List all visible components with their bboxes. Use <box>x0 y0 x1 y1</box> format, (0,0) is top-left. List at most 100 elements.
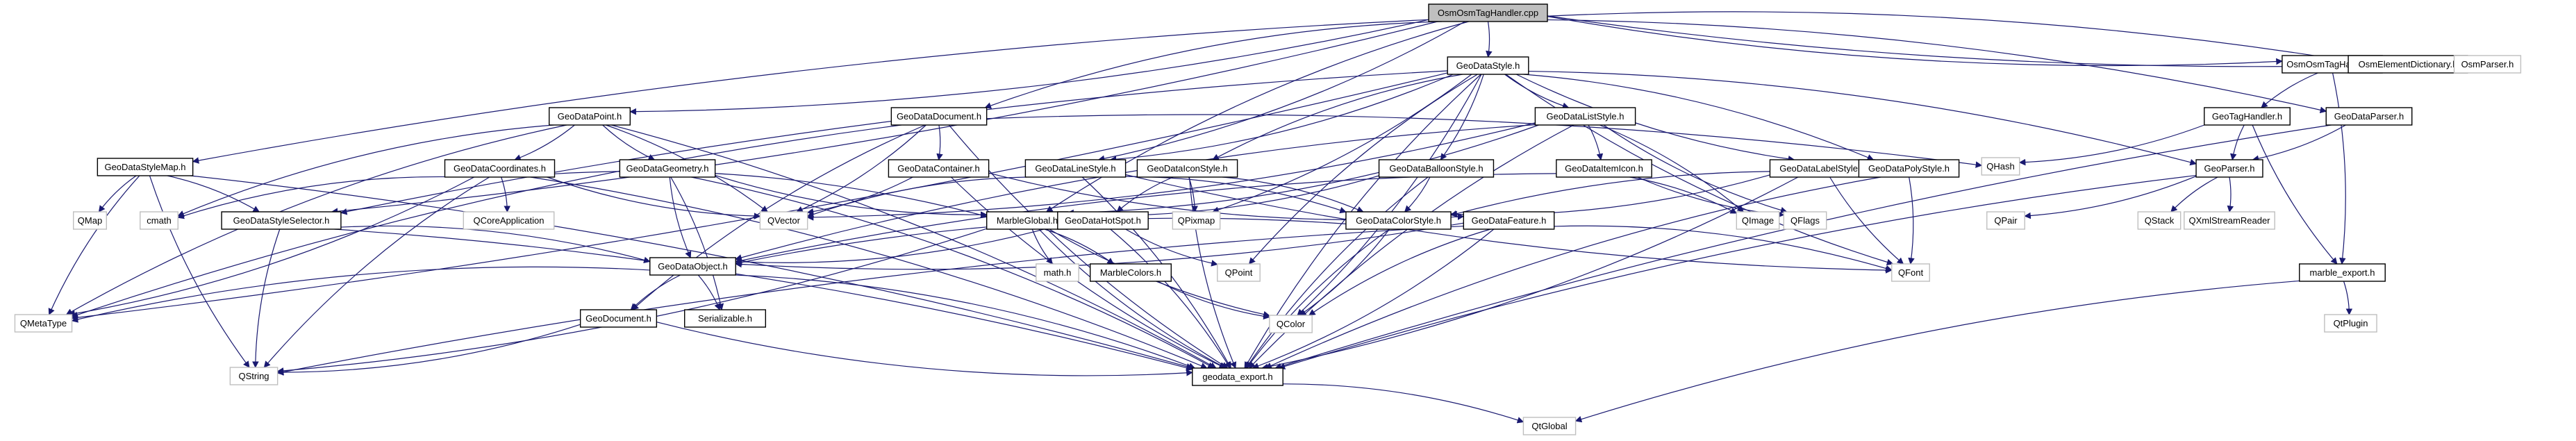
edge-marblecolors-to-qcolor <box>1157 281 1270 320</box>
node-box <box>1534 107 1636 126</box>
edge-geodatapoint-to-geodatacoordinates <box>514 124 575 161</box>
graph-node-geodatafeature[interactable]: GeoDataFeature.h <box>1463 211 1555 230</box>
node-label: GeoDataBalloonStyle.h <box>1389 163 1483 174</box>
graph-node-geodatadocument[interactable]: GeoDataDocument.h <box>890 107 988 126</box>
node-label: GeoDataFeature.h <box>1472 215 1547 226</box>
edge-geodatafeature-to-qfont <box>1554 225 1893 272</box>
graph-node-geodatastyle[interactable]: GeoDataStyle.h <box>1447 56 1529 75</box>
node-label: GeoDataIconStyle.h <box>1147 163 1227 174</box>
node-label: QPixmap <box>1178 215 1215 226</box>
graph-node-marbleglobal[interactable]: MarbleGlobal.h <box>986 211 1068 230</box>
node-box <box>1891 263 1930 282</box>
edge-geodatacoordinates-to-cmath <box>177 176 445 219</box>
edge-geodatacoordinates-to-marbleglobal <box>554 171 988 219</box>
node-label: GeoDataLabelStyle.h <box>1779 163 1865 174</box>
node-box <box>1463 211 1555 230</box>
node-label: GeoDataCoordinates.h <box>454 163 546 174</box>
node-box <box>888 159 990 178</box>
edge-osmosmtaghandler_cpp-to-geodatastyleselector <box>331 21 1438 215</box>
edge-geodatageometry-to-serializable <box>670 176 724 310</box>
edge-osmosmtaghandler_h-to-geotaghandler <box>2261 72 2318 108</box>
graph-node-geodatacontainer[interactable]: GeoDataContainer.h <box>888 159 990 178</box>
graph-node-geodatastyleselector[interactable]: GeoDataStyleSelector.h <box>221 211 342 230</box>
graph-node-qpoint: QPoint <box>1217 263 1261 282</box>
node-box <box>463 211 555 230</box>
graph-node-geodatalabelstyle[interactable]: GeoDataLabelStyle.h <box>1769 159 1876 178</box>
graph-node-qxmlstreamreader: QXmlStreamReader <box>2184 211 2275 230</box>
edge-geodatalinestyle-to-qfont <box>1125 174 1893 274</box>
graph-node-geodata-export[interactable]: geodata_export.h <box>1192 367 1283 386</box>
graph-node-geodataitemicon[interactable]: GeoDataItemIcon.h <box>1556 159 1652 178</box>
graph-node-geodatacoordinates[interactable]: GeoDataCoordinates.h <box>444 159 556 178</box>
edge-geodatacoordinates-to-qmetatype <box>68 176 474 317</box>
node-label: marble_export.h <box>2310 267 2375 278</box>
graph-node-geodataparser[interactable]: GeoDataParser.h <box>2325 107 2413 126</box>
graph-node-geodataballoonstyle[interactable]: GeoDataBalloonStyle.h <box>1378 159 1495 178</box>
graph-node-geodataobject[interactable]: GeoDataObject.h <box>649 257 736 276</box>
edge-osmosmtaghandler_cpp-to-geodatapoint <box>629 19 1429 115</box>
node-label: GeoDataLineStyle.h <box>1035 163 1115 174</box>
graph-node-geodatahotspot[interactable]: GeoDataHotSpot.h <box>1057 211 1149 230</box>
graph-node-marble-export[interactable]: marble_export.h <box>2299 263 2386 282</box>
edge-geoparser-to-qpair <box>2024 176 2197 219</box>
edge-geodataliststyle-to-geodataobject <box>735 124 1536 261</box>
graph-node-geodatageometry[interactable]: GeoDataGeometry.h <box>619 159 716 178</box>
node-box <box>2204 107 2291 126</box>
edge-geodatastyle-to-qcolor <box>1297 74 1482 316</box>
graph-node-geodatalinestyle[interactable]: GeoDataLineStyle.h <box>1024 159 1127 178</box>
edge-osmosmtaghandler_cpp-to-geodatadocument <box>984 21 1443 109</box>
node-label: GeoDataHotSpot.h <box>1065 215 1141 226</box>
node-label: QPoint <box>1225 267 1253 278</box>
node-label: QVector <box>767 215 801 226</box>
edge-geodatastyle-to-qpoint <box>1248 74 1478 265</box>
edge-geodataiconstyle-to-geodatahotspot <box>1116 176 1174 213</box>
node-box <box>2299 263 2386 282</box>
node-box <box>1858 159 1960 178</box>
edge-geodatacoordinates-to-qcoreapplication <box>501 176 511 213</box>
node-box <box>2324 314 2377 333</box>
edge-geoparser-to-qxmlstreamreader <box>2227 176 2234 213</box>
edge-geodatalabelstyle-to-qfont <box>1829 176 1904 265</box>
node-label: QFlags <box>1790 215 1820 226</box>
graph-node-qtglobal: QtGlobal <box>1522 417 1577 435</box>
edge-geodatastylemap-to-geodata_export <box>190 175 1193 370</box>
node-label: OsmElementDictionary.h <box>2359 59 2458 69</box>
node-label: GeoDataPoint.h <box>558 111 622 122</box>
edge-geodatacoordinates-to-geodata_export <box>530 176 1208 369</box>
node-label: QtGlobal <box>1531 421 1567 431</box>
graph-node-geodatapolystyle[interactable]: GeoDataPolyStyle.h <box>1858 159 1960 178</box>
edge-geodatacolorstyle-to-qcolor <box>1299 228 1390 316</box>
graph-node-qstack: QStack <box>2137 211 2182 230</box>
node-box <box>97 158 194 176</box>
graph-node-osmelementdictionary[interactable]: OsmElementDictionary.h <box>2348 55 2468 74</box>
node-box <box>1522 417 1577 435</box>
graph-node-serializable[interactable]: Serializable.h <box>684 309 767 328</box>
graph-node-geodataliststyle[interactable]: GeoDataListStyle.h <box>1534 107 1636 126</box>
edge-geodataliststyle-to-qvector <box>806 122 1536 221</box>
node-label: GeoTagHandler.h <box>2212 111 2282 122</box>
graph-node-geotaghandler[interactable]: GeoTagHandler.h <box>2204 107 2291 126</box>
node-box <box>229 367 279 385</box>
node-label: QImage <box>1742 215 1774 226</box>
edge-geodatastyle-to-geoparser <box>1528 70 2197 166</box>
graph-node-geoparser[interactable]: GeoParser.h <box>2195 159 2263 178</box>
node-box <box>2453 55 2522 74</box>
graph-node-geodatastylemap[interactable]: GeoDataStyleMap.h <box>97 158 194 176</box>
edge-geodatapoint-to-geodatageometry <box>602 124 656 160</box>
graph-node-qmetatype: QMetaType <box>14 314 73 333</box>
edge-geodatadocument-to-qmetatype <box>71 124 901 318</box>
graph-node-qimage: QImage <box>1736 211 1780 230</box>
edge-marbleglobal-to-qstring <box>276 228 987 374</box>
edge-geodatafeature-to-geodata_export <box>1252 228 1495 369</box>
graph-node-marblecolors[interactable]: MarbleColors.h <box>1089 263 1172 282</box>
graph-node-geodataiconstyle[interactable]: GeoDataIconStyle.h <box>1136 159 1238 178</box>
graph-node-geodatacolorstyle[interactable]: GeoDataColorStyle.h <box>1345 211 1452 230</box>
graph-node-geodocument[interactable]: GeoDocument.h <box>579 309 658 328</box>
edge-geodataobject-to-serializable <box>697 274 721 310</box>
graph-node-osmosmtaghandler-cpp[interactable]: OsmOsmTagHandler.cpp <box>1428 3 1548 22</box>
edge-osmosmtaghandler_cpp-to-osmosmtaghandler_h <box>1547 16 2283 67</box>
graph-node-geodatapoint[interactable]: GeoDataPoint.h <box>549 107 631 126</box>
edge-geodataliststyle-to-qflags <box>1603 124 1788 214</box>
node-box <box>2137 211 2182 230</box>
node-box <box>2184 211 2275 230</box>
